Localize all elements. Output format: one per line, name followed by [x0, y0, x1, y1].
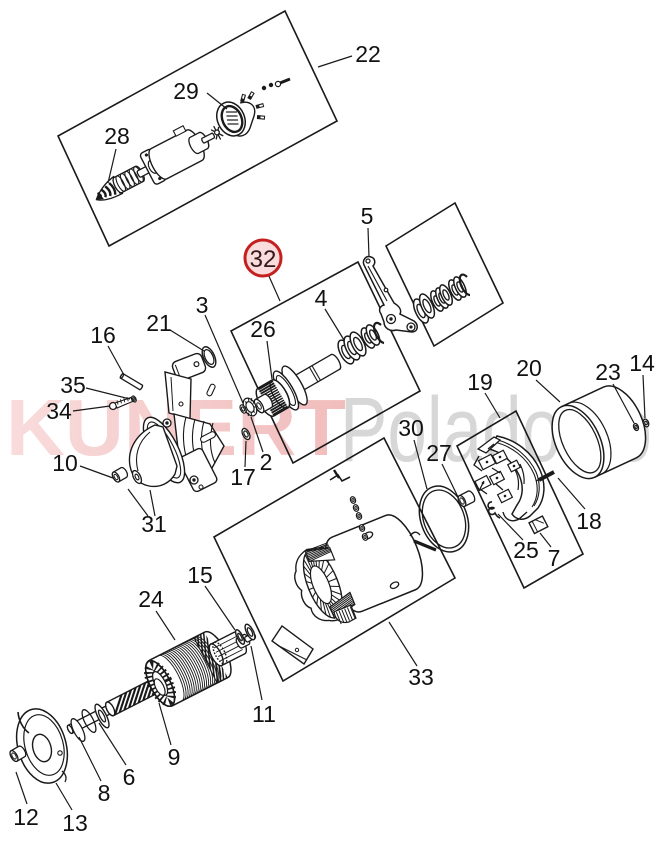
svg-text:34: 34 — [46, 398, 72, 424]
svg-text:2: 2 — [260, 449, 273, 475]
svg-text:5: 5 — [361, 203, 374, 229]
svg-text:28: 28 — [104, 123, 130, 149]
svg-text:32: 32 — [250, 246, 277, 273]
svg-text:14: 14 — [629, 350, 655, 376]
svg-text:22: 22 — [355, 41, 381, 67]
svg-text:20: 20 — [516, 355, 542, 381]
svg-text:33: 33 — [408, 664, 434, 690]
svg-text:35: 35 — [60, 372, 86, 398]
svg-text:15: 15 — [187, 562, 213, 588]
svg-text:9: 9 — [168, 744, 181, 770]
svg-text:31: 31 — [141, 511, 167, 537]
svg-text:7: 7 — [548, 545, 561, 571]
svg-text:21: 21 — [146, 310, 172, 336]
svg-text:23: 23 — [595, 359, 621, 385]
svg-text:12: 12 — [13, 804, 39, 830]
svg-text:25: 25 — [513, 537, 539, 563]
svg-text:30: 30 — [398, 415, 424, 441]
svg-text:8: 8 — [98, 780, 111, 806]
svg-text:3: 3 — [196, 292, 209, 318]
svg-text:13: 13 — [62, 810, 88, 836]
svg-text:4: 4 — [315, 285, 328, 311]
svg-text:27: 27 — [426, 440, 452, 466]
svg-text:10: 10 — [52, 450, 78, 476]
svg-text:18: 18 — [576, 508, 602, 534]
svg-text:29: 29 — [173, 78, 199, 104]
svg-text:11: 11 — [252, 701, 276, 727]
svg-text:6: 6 — [123, 764, 136, 790]
svg-text:16: 16 — [90, 322, 116, 348]
svg-text:17: 17 — [230, 464, 256, 490]
svg-text:24: 24 — [138, 586, 164, 612]
svg-text:19: 19 — [467, 369, 493, 395]
svg-text:26: 26 — [250, 316, 276, 342]
